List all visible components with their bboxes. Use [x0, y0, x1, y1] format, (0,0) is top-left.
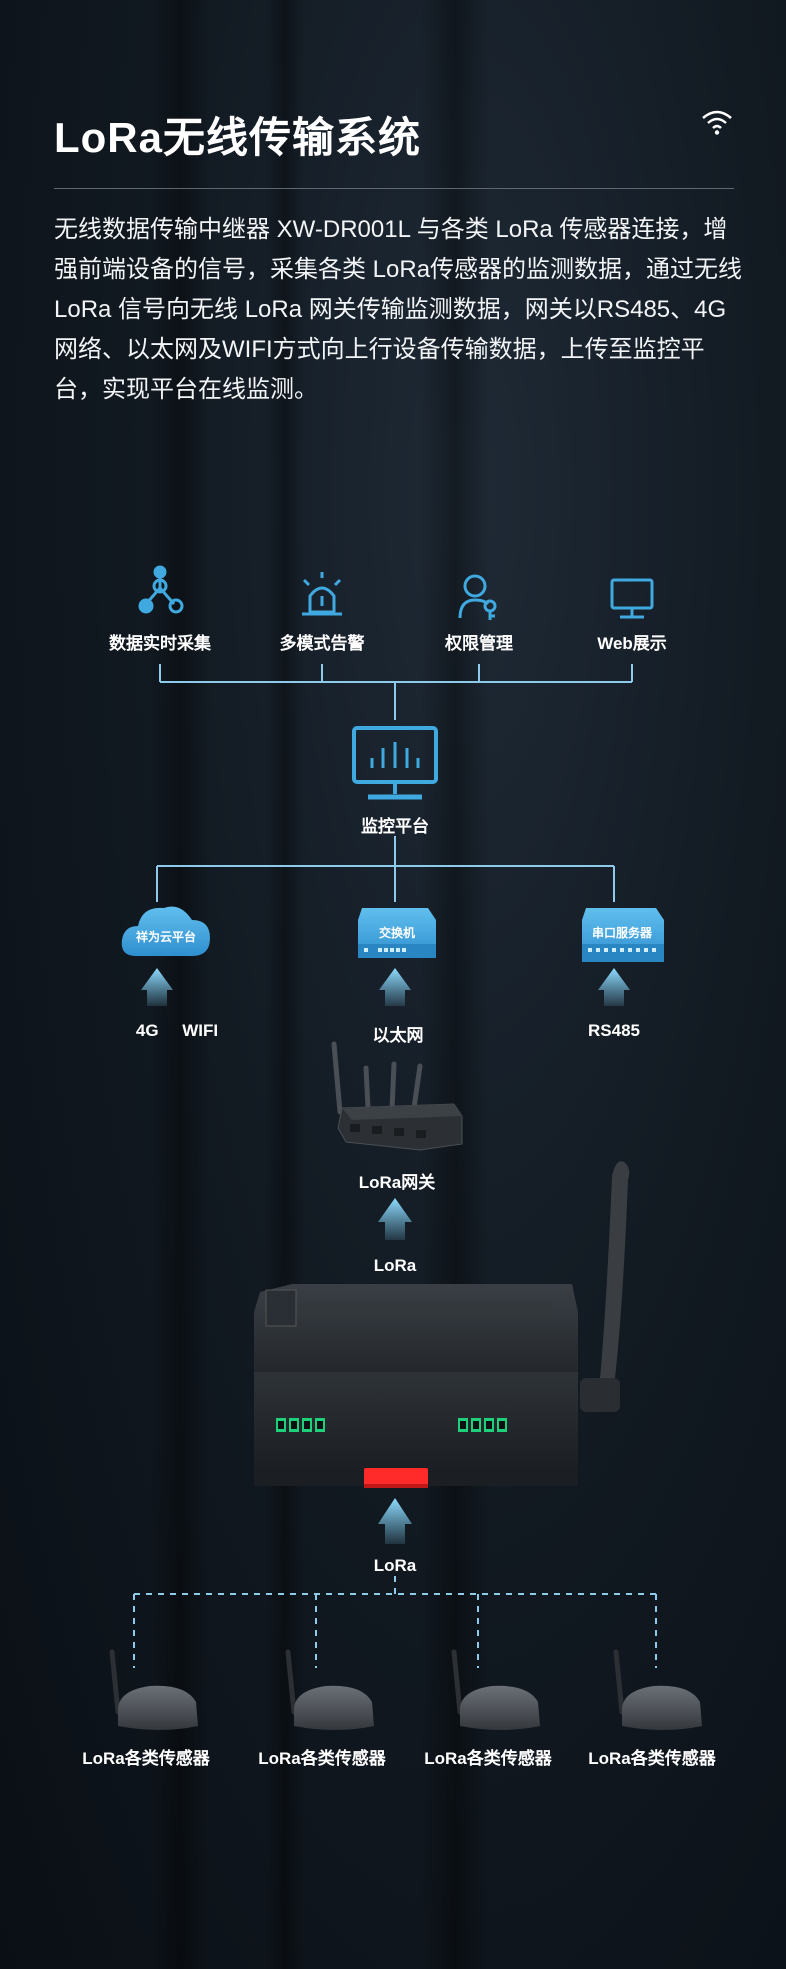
- background-stripe: [265, 0, 305, 1969]
- platform-connector: [159, 664, 633, 720]
- sensor-device: [451, 1649, 540, 1730]
- platform-label: 监控平台: [361, 817, 429, 836]
- uplink-arrow: [141, 968, 630, 1006]
- platform-monitor-icon: [352, 726, 438, 800]
- lora-gateway-label: LoRa网关: [358, 1173, 436, 1192]
- sensor-label: LoRa各类传感器: [258, 1749, 386, 1768]
- title-divider: [54, 188, 734, 189]
- description-text: 无线数据传输中继器 XW-DR001L 与各类 LoRa 传感器连接，增强前端设…: [54, 216, 743, 403]
- sensor-device: [109, 1649, 198, 1730]
- feature-label: 多模式告警: [279, 634, 365, 653]
- lora-uplink-arrow: [378, 1498, 412, 1544]
- serial-server-icon: [582, 908, 664, 962]
- feature-label: Web展示: [597, 634, 667, 653]
- serial-server-label: 串口服务器: [591, 926, 653, 940]
- cloud-icon: [121, 906, 210, 956]
- monitor-icon: [610, 578, 654, 619]
- switch-label: 交换机: [378, 926, 416, 940]
- gateway-caption: RS485: [588, 1021, 640, 1040]
- sensor-label: LoRa各类传感器: [424, 1749, 552, 1768]
- lora-link-label: LoRa: [373, 1256, 417, 1275]
- feature-label: 数据实时采集: [109, 634, 211, 653]
- alarm-light-icon: [302, 572, 342, 616]
- lora-repeater-device: [254, 1161, 630, 1488]
- background-stripe: [420, 0, 490, 1969]
- nodes-icon: [138, 565, 184, 614]
- gateway-caption: 4G WIFI: [135, 1021, 219, 1040]
- sensor-label: LoRa各类传感器: [588, 1749, 716, 1768]
- page-title: LoRa无线传输系统: [54, 114, 422, 161]
- lora-link-label: LoRa: [373, 1556, 417, 1575]
- lora-gateway-device: [331, 1041, 463, 1151]
- sensor-device: [613, 1649, 702, 1730]
- cloud-platform-label: 祥为云平台: [135, 930, 197, 944]
- sensor-label: LoRa各类传感器: [82, 1749, 210, 1768]
- gateway-caption: 以太网: [372, 1026, 424, 1045]
- sensor-connector: [133, 1576, 657, 1668]
- switch-icon: [358, 908, 436, 958]
- user-key-icon: [458, 574, 497, 620]
- wifi-icon: [702, 110, 732, 135]
- feature-label: 权限管理: [445, 634, 513, 653]
- gateway-connector: [156, 836, 615, 902]
- lora-uplink-arrow: [378, 1198, 412, 1240]
- sensor-device: [285, 1649, 374, 1730]
